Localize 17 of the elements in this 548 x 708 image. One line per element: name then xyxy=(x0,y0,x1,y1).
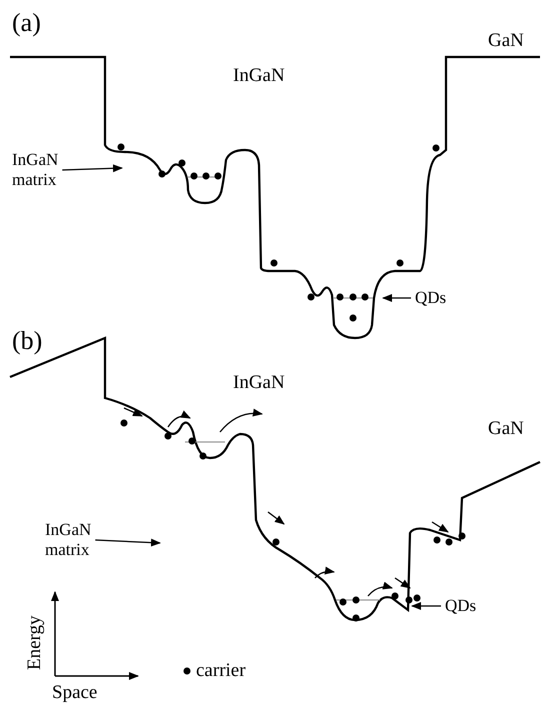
matrix-label: InGaN matrix xyxy=(45,520,92,560)
leader-arrow xyxy=(62,164,123,172)
leader-arrow xyxy=(382,294,411,302)
axis-label: Space xyxy=(52,682,98,703)
panel-label: (a) xyxy=(12,8,41,38)
matrix-label: InGaN matrix xyxy=(12,150,58,190)
legend-text: carrier xyxy=(196,660,246,681)
region-label: InGaN xyxy=(233,372,285,393)
region-label: GaN xyxy=(488,418,524,439)
region-label: GaN xyxy=(488,30,524,51)
axis-label: Energy xyxy=(24,615,45,670)
region-label: InGaN xyxy=(233,65,285,86)
leader-arrow xyxy=(95,538,161,547)
leader-arrow xyxy=(411,602,441,610)
panel-label: (b) xyxy=(12,326,42,356)
qd-label: QDs xyxy=(415,288,446,308)
qd-label: QDs xyxy=(445,596,476,616)
